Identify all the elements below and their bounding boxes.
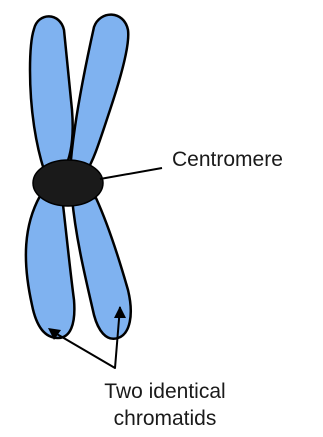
chromatids-label-line1: Two identical [80, 378, 250, 405]
chromatid-left-upper-arm [30, 16, 73, 170]
centromere-label: Centromere [172, 148, 283, 172]
chromatid-right-upper-arm [70, 15, 128, 172]
chromatids-label: Two identical chromatids [80, 378, 250, 432]
chromatids-label-line2: chromatids [80, 405, 250, 432]
chromatid-left-lower-arm [26, 196, 74, 338]
centromere [33, 160, 103, 206]
centromere-pointer-line [100, 168, 162, 179]
